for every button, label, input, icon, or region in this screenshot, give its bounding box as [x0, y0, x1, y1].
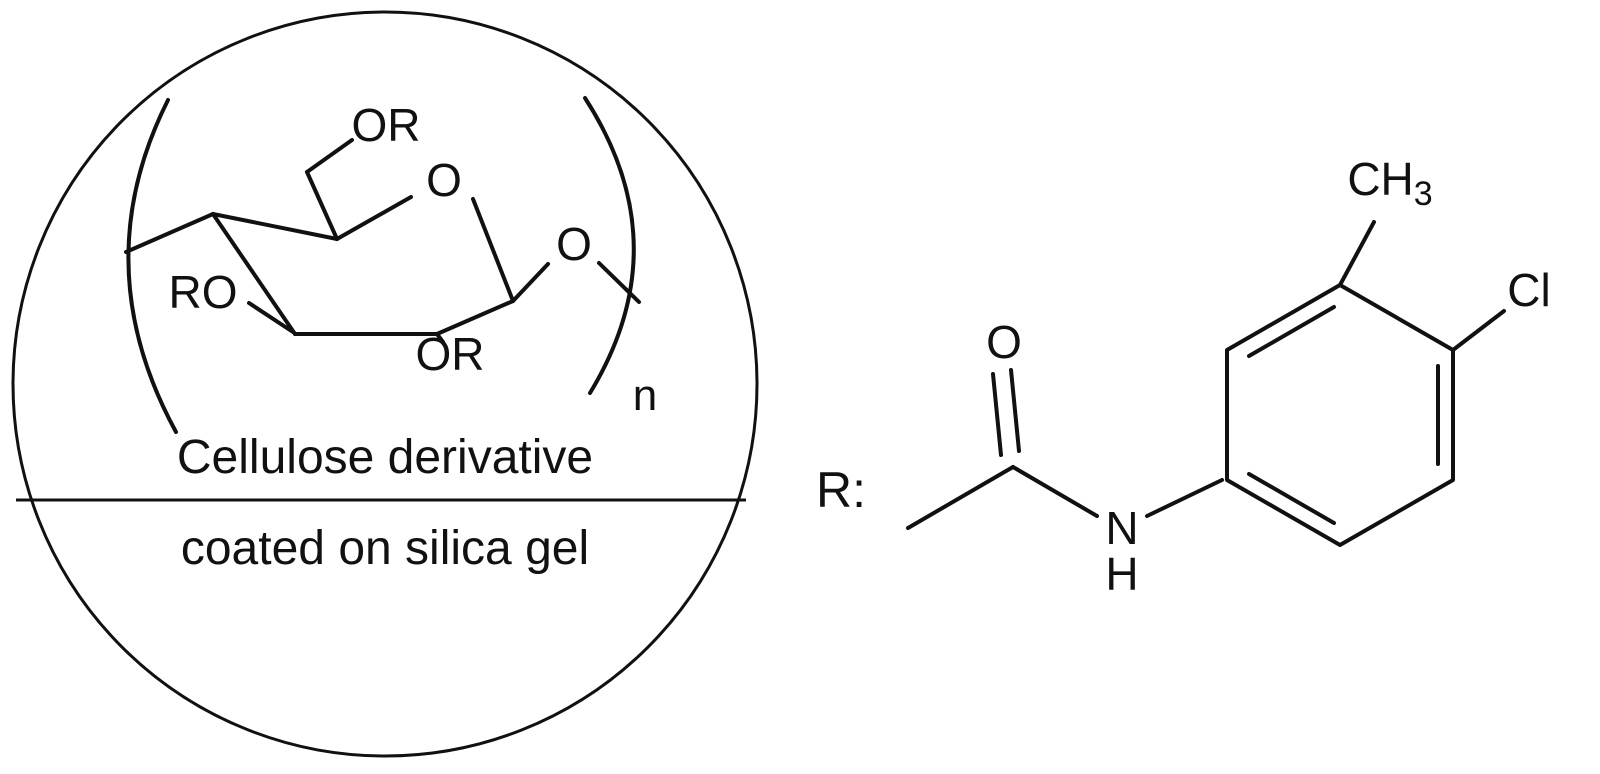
bead-caption-top: Cellulose derivative	[177, 431, 593, 484]
methyl-subscript-3: 3	[1414, 175, 1433, 213]
benzene-inner-bond-3	[1247, 472, 1336, 525]
bead-caption-bottom: coated on silica gel	[181, 522, 589, 575]
amide-nitrogen-label: N	[1105, 502, 1138, 554]
bond-chain-entry	[124, 212, 215, 254]
or-bottom-label: OR	[416, 328, 485, 380]
bond-methyl-carbonyl	[906, 465, 1015, 530]
methyl-ch-text: CH	[1347, 153, 1413, 205]
chlorine-label: Cl	[1507, 264, 1550, 316]
r-group: R: O N H CH3 Cl	[816, 153, 1551, 600]
glycosidic-oxygen-label: O	[556, 218, 592, 270]
right-parenthesis	[583, 96, 636, 395]
repeat-subscript-n: n	[633, 371, 657, 420]
ro-left-label: RO	[169, 266, 238, 318]
r-definition-label: R:	[816, 462, 866, 518]
bond-c5-ring-oxygen	[335, 195, 413, 241]
cellulose-unit-group: n OR O O RO OR	[124, 96, 657, 434]
bond-ring-chlorine	[1451, 309, 1506, 352]
bond-c4-c3	[211, 212, 297, 336]
bond-c2-or	[435, 332, 445, 344]
bond-ring-oxygen-c1	[471, 197, 515, 303]
benzene-ring	[1225, 283, 1455, 547]
bond-c5-c6	[305, 170, 339, 241]
ring-oxygen-label: O	[426, 154, 462, 206]
methyl-ch3-label: CH3	[1347, 153, 1432, 213]
bond-glycosidic-oxygen-exit	[597, 261, 641, 304]
or-top-label: OR	[352, 99, 421, 151]
bond-c1-glycosidic-oxygen	[511, 262, 550, 303]
bond-c6-or	[305, 138, 354, 174]
carbonyl-double-bond-line2	[1009, 368, 1021, 453]
left-parenthesis	[126, 98, 178, 434]
amide-hydrogen-label: H	[1105, 548, 1138, 600]
bond-c4-c5	[211, 212, 339, 241]
benzene-inner-bond-1	[1247, 305, 1336, 358]
carbonyl-oxygen-label: O	[986, 316, 1022, 368]
carbonyl-double-bond-line1	[991, 372, 1003, 457]
silica-bead-group: Cellulose derivative coated on silica ge…	[11, 10, 759, 758]
silica-bead-circle	[11, 10, 759, 758]
bond-ro-c3	[247, 301, 295, 334]
bond-carbonyl-nitrogen	[1011, 465, 1099, 518]
bond-nitrogen-ring	[1145, 478, 1224, 518]
bond-ring-methyl	[1338, 220, 1376, 287]
bond-c2-c1	[435, 299, 515, 336]
